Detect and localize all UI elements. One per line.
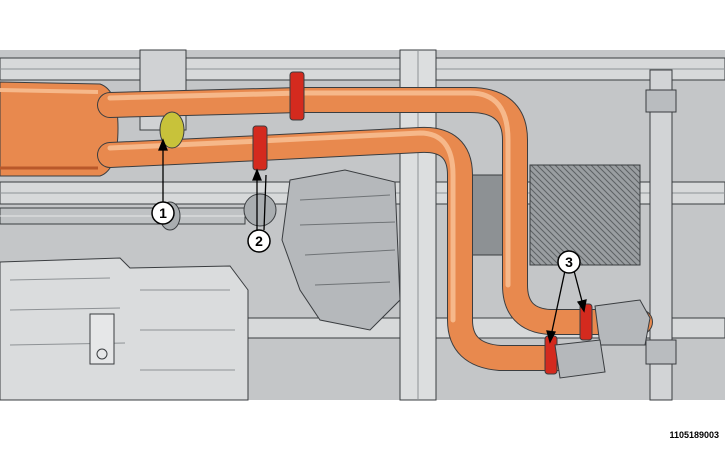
catalytic-converter — [554, 299, 651, 379]
flange-clamp-yellow — [159, 111, 185, 149]
fuel-tank — [0, 257, 249, 401]
band-clamp-red — [544, 303, 593, 375]
callout-1: 1 — [151, 201, 175, 225]
leader-lines — [158, 138, 587, 344]
suspension-link — [645, 69, 677, 401]
transfer-case — [243, 169, 401, 331]
heat-shield — [454, 164, 641, 266]
callout-3-label: 3 — [565, 254, 573, 270]
figure-id: 1105189003 — [669, 430, 719, 440]
callout-2: 2 — [247, 229, 271, 253]
muffler — [0, 81, 119, 177]
hanger-clamp-red — [252, 71, 305, 171]
exhaust-pipes — [97, 87, 653, 371]
callout-3: 3 — [557, 250, 581, 274]
callout-2-label: 2 — [255, 233, 263, 249]
callout-1-label: 1 — [159, 205, 167, 221]
